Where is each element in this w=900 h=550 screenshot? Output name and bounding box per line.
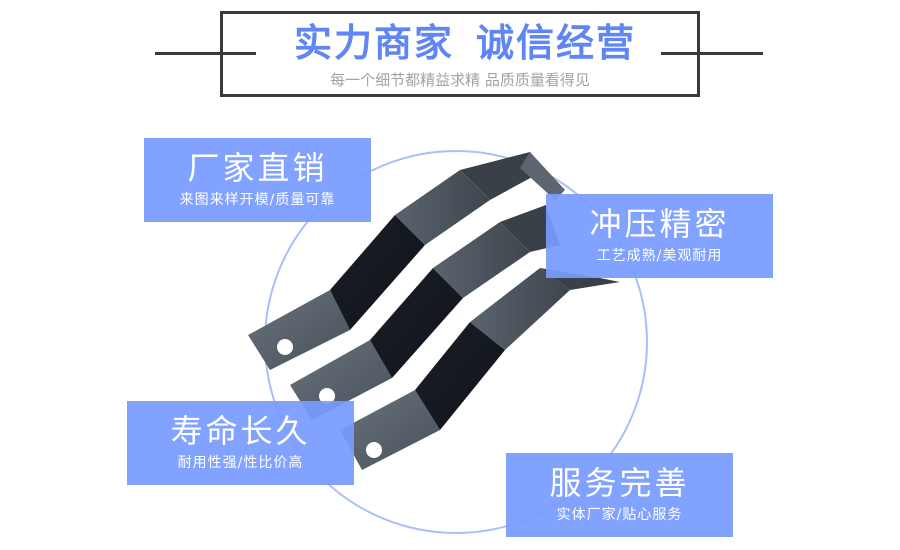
header-divider-left — [155, 52, 256, 55]
feature-card-long-life: 寿命长久 耐用性强/性比价高 — [127, 401, 354, 485]
feature-card-complete-service: 服务完善 实体厂家/贴心服务 — [506, 453, 733, 537]
header-frame — [220, 11, 700, 97]
title-part-1: 实力商家 — [293, 21, 454, 65]
title-part-2: 诚信经营 — [476, 21, 637, 65]
feature-card-precision-stamping: 冲压精密 工艺成熟/美观耐用 — [546, 194, 773, 278]
feature-card-factory-direct: 厂家直销 来图来样开模/质量可靠 — [144, 138, 371, 222]
page-title: 实力商家诚信经营 — [270, 18, 660, 68]
feature-subtitle: 耐用性强/性比价高 — [177, 455, 304, 471]
feature-subtitle: 工艺成熟/美观耐用 — [596, 248, 723, 264]
header-divider-right — [661, 52, 763, 55]
feature-title: 冲压精密 — [589, 205, 730, 243]
feature-title: 寿命长久 — [170, 412, 311, 450]
metal-strip-2 — [290, 205, 560, 420]
page-subtitle: 每一个细节都精益求精 品质质量看得见 — [330, 71, 590, 89]
feature-title: 厂家直销 — [187, 149, 328, 187]
metal-strip-1 — [248, 152, 565, 370]
feature-subtitle: 来图来样开模/质量可靠 — [179, 192, 336, 208]
feature-title: 服务完善 — [549, 464, 690, 502]
feature-subtitle: 实体厂家/贴心服务 — [556, 507, 683, 523]
